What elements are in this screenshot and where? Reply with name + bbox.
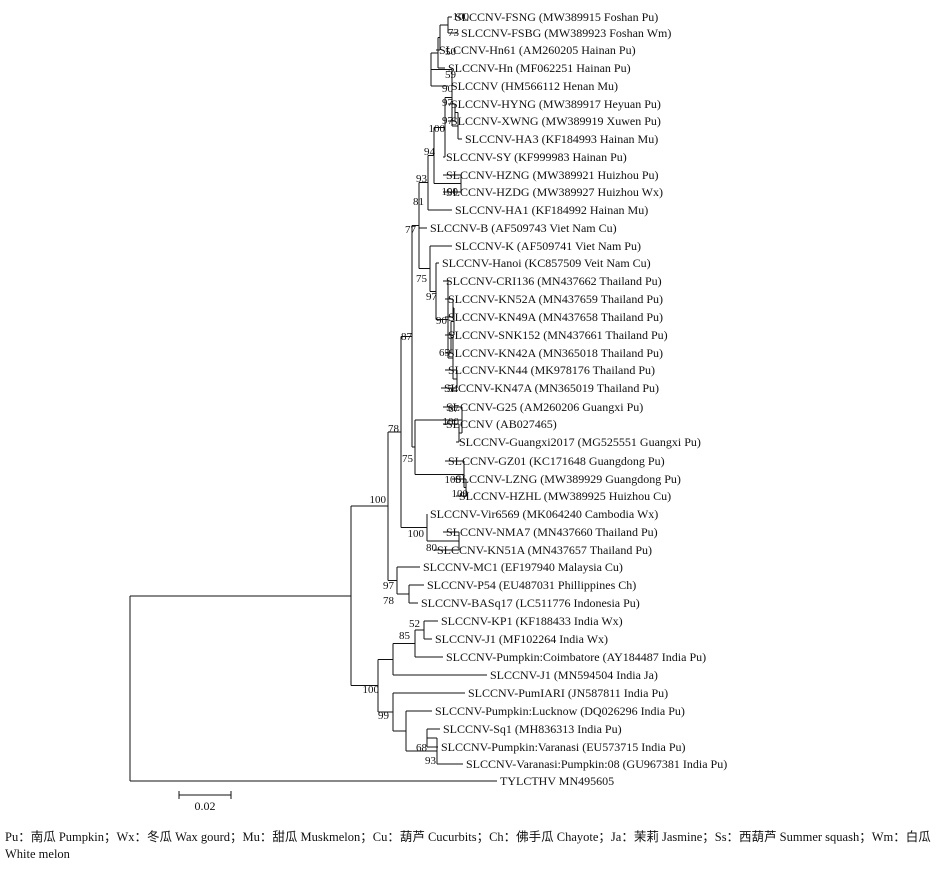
bootstrap-value: 67 [448, 403, 460, 415]
bootstrap-value: 90 [442, 83, 454, 95]
leaf-label: SLCCNV-Pumpkin:Varanasi (EU573715 India … [441, 740, 686, 754]
bootstrap-value: 97 [442, 97, 454, 109]
bootstrap-value: 97 [442, 115, 454, 127]
leaf-label: SLCCNV-SY (KF999983 Hainan Pu) [446, 150, 627, 164]
leaf-label: SLCCNV (HM566112 Henan Mu) [451, 79, 618, 93]
bootstrap-value: 100 [429, 123, 446, 135]
leaf-label: SLCCNV-LZNG (MW389929 Guangdong Pu) [455, 472, 681, 486]
bootstrap-value: 87 [401, 331, 413, 343]
leaf-label: SLCCNV-NMA7 (MN437660 Thailand Pu) [446, 525, 658, 539]
leaf-label: SLCCNV-GZ01 (KC171648 Guangdong Pu) [448, 454, 665, 468]
bootstrap-value: 78 [388, 423, 400, 435]
leaf-label: SLCCNV-KN51A (MN437657 Thailand Pu) [437, 543, 652, 557]
tree-branches [129, 16, 497, 782]
bootstrap-value: 97 [383, 580, 395, 592]
leaf-label: SLCCNV-Vir6569 (MK064240 Cambodia Wx) [430, 507, 658, 521]
leaf-label: SLCCNV-Hn61 (AM260205 Hainan Pu) [439, 43, 636, 57]
bootstrap-value: 100 [452, 488, 469, 500]
leaf-label: SLCCNV-BASq17 (LC511776 Indonesia Pu) [421, 596, 640, 610]
bootstrap-value: 54 [447, 383, 459, 395]
scale-bar-label: 0.02 [195, 799, 216, 813]
leaf-label: SLCCNV-KN52A (MN437659 Thailand Pu) [448, 292, 663, 306]
leaf-label: SLCCNV-HZNG (MW389921 Huizhou Pu) [446, 168, 659, 182]
leaf-label: SLCCNV-XWNG (MW389919 Xuwen Pu) [451, 114, 661, 128]
leaf-label: SLCCNV-HZHL (MW389925 Huizhou Cu) [459, 489, 671, 503]
bootstrap-value: 50 [445, 46, 457, 58]
bootstrap-value: 99 [378, 710, 390, 722]
leaf-label: SLCCNV-KN42A (MN365018 Thailand Pu) [448, 346, 663, 360]
leaf-label: SLCCNV-J1 (MN594504 India Ja) [490, 668, 658, 682]
leaf-label: SLCCNV-Hanoi (KC857509 Veit Nam Cu) [442, 256, 651, 270]
bootstrap-value: 100 [363, 684, 380, 696]
bootstrap-value: 78 [383, 595, 395, 607]
leaf-label: SLCCNV-SNK152 (MN437661 Thailand Pu) [448, 328, 668, 342]
leaf-label: SLCCNV-HYNG (MW389917 Heyuan Pu) [451, 97, 661, 111]
leaf-label: SLCCNV-J1 (MF102264 India Wx) [435, 632, 608, 646]
bootstrap-value: 80 [426, 542, 438, 554]
bootstrap-value: 73 [448, 27, 460, 39]
bootstrap-value: 77 [405, 224, 417, 236]
bootstrap-value: 68 [416, 742, 428, 754]
leaf-label: SLCCNV-B (AF509743 Viet Nam Cu) [430, 221, 617, 235]
leaf-label: SLCCNV-Hn (MF062251 Hainan Pu) [448, 61, 631, 75]
leaf-label: SLCCNV-HA1 (KF184992 Hainan Mu) [455, 203, 648, 217]
phylogenetic-tree: SLCCNV-FSNG (MW389915 Foshan Pu) SLCCNV-F… [129, 10, 727, 813]
bootstrap-value: 100 [445, 474, 462, 486]
leaf-label: SLCCNV-HA3 (KF184993 Hainan Mu) [465, 132, 658, 146]
leaf-label: SLCCNV-KN49A (MN437658 Thailand Pu) [448, 310, 663, 324]
leaf-label: SLCCNV-FSNG (MW389915 Foshan Pu) [455, 10, 658, 24]
leaf-label: SLCCNV-G25 (AM260206 Guangxi Pu) [446, 400, 643, 414]
bootstrap-value: 52 [409, 618, 420, 630]
leaf-label: SLCCNV-Sq1 (MH836313 India Pu) [443, 722, 622, 736]
bootstrap-value: 93 [416, 173, 428, 185]
bootstrap-value: 100 [443, 416, 460, 428]
leaf-label: TYLCTHV MN495605 [500, 774, 614, 788]
bootstrap-value: 100 [442, 186, 459, 198]
bootstrap-value: 59 [445, 69, 457, 81]
leaf-labels: SLCCNV-FSNG (MW389915 Foshan Pu) SLCCNV-F… [421, 10, 727, 788]
leaf-label: SLCCNV-MC1 (EF197940 Malaysia Cu) [423, 560, 623, 574]
abbreviation-legend: Pu：南瓜 Pumpkin；Wx：冬瓜 Wax gourd；Mu：甜瓜 Musk… [5, 830, 931, 861]
bootstrap-value: 75 [402, 453, 414, 465]
scale-bar: 0.02 [178, 791, 232, 813]
bootstrap-value: 97 [426, 291, 438, 303]
leaf-label: SLCCNV-PumIARI (JN587811 India Pu) [468, 686, 668, 700]
bootstrap-value: 90 [436, 315, 448, 327]
leaf-label: SLCCNV-Varanasi:Pumpkin:08 (GU967381 Ind… [466, 757, 727, 771]
leaf-label: SLCCNV-P54 (EU487031 Phillippines Ch) [427, 578, 636, 592]
bootstrap-value: 65 [439, 347, 451, 359]
bootstrap-value: 94 [424, 146, 436, 158]
leaf-label: SLCCNV-KN47A (MN365019 Thailand Pu) [444, 381, 659, 395]
bootstrap-value: 100 [370, 494, 387, 506]
leaf-label: SLCCNV-KP1 (KF188433 India Wx) [441, 614, 623, 628]
leaf-label: SLCCNV (AB027465) [446, 417, 557, 431]
bootstrap-value: 100 [408, 528, 425, 540]
leaf-label: SLCCNV-Pumpkin:Coimbatore (AY184487 Indi… [446, 650, 706, 664]
leaf-label: SLCCNV-HZDG (MW389927 Huizhou Wx) [446, 185, 663, 199]
bootstrap-labels: 1007350599097971009493100817775979065548… [363, 11, 470, 767]
bootstrap-value: 85 [399, 630, 411, 642]
leaf-label: SLCCNV-Pumpkin:Lucknow (DQ026296 India P… [435, 704, 685, 718]
leaf-label: SLCCNV-K (AF509741 Viet Nam Pu) [455, 239, 641, 253]
bootstrap-value: 100 [453, 11, 470, 23]
bootstrap-value: 75 [416, 273, 428, 285]
leaf-label: SLCCNV-FSBG (MW389923 Foshan Wm) [461, 26, 671, 40]
bootstrap-value: 93 [425, 755, 437, 767]
bootstrap-value: 81 [413, 196, 424, 208]
leaf-label: SLCCNV-CRI136 (MN437662 Thailand Pu) [446, 274, 662, 288]
leaf-label: SLCCNV-Guangxi2017 (MG525551 Guangxi Pu) [459, 435, 701, 449]
leaf-label: SLCCNV-KN44 (MK978176 Thailand Pu) [448, 363, 655, 377]
